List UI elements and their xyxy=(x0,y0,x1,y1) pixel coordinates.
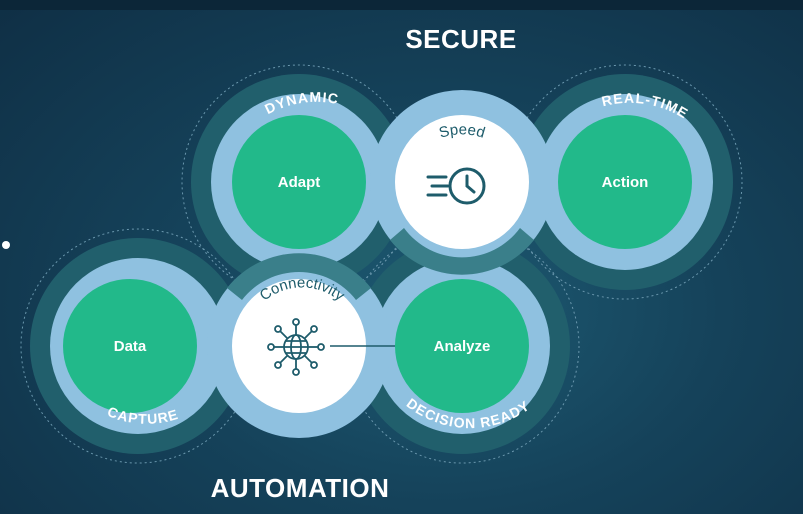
node-action xyxy=(558,115,692,249)
label-speed-path: Speed xyxy=(437,121,487,142)
label-data: Data xyxy=(114,338,147,355)
label-adapt: Adapt xyxy=(278,174,321,191)
bullet-dot xyxy=(2,241,10,249)
node-adapt xyxy=(232,115,366,249)
network-globe-icon xyxy=(267,318,325,376)
node-speed xyxy=(395,115,529,249)
label-speed: Speed xyxy=(437,121,487,142)
automation-heading: AUTOMATION xyxy=(210,473,390,503)
node-data xyxy=(63,279,197,413)
secure-heading: SECURE xyxy=(405,24,517,54)
clock-motion-icon xyxy=(426,167,486,205)
node-connectivity xyxy=(232,279,366,413)
top-bar xyxy=(0,0,803,10)
label-analyze: Analyze xyxy=(434,338,491,355)
label-action: Action xyxy=(602,174,649,191)
node-analyze xyxy=(395,279,529,413)
